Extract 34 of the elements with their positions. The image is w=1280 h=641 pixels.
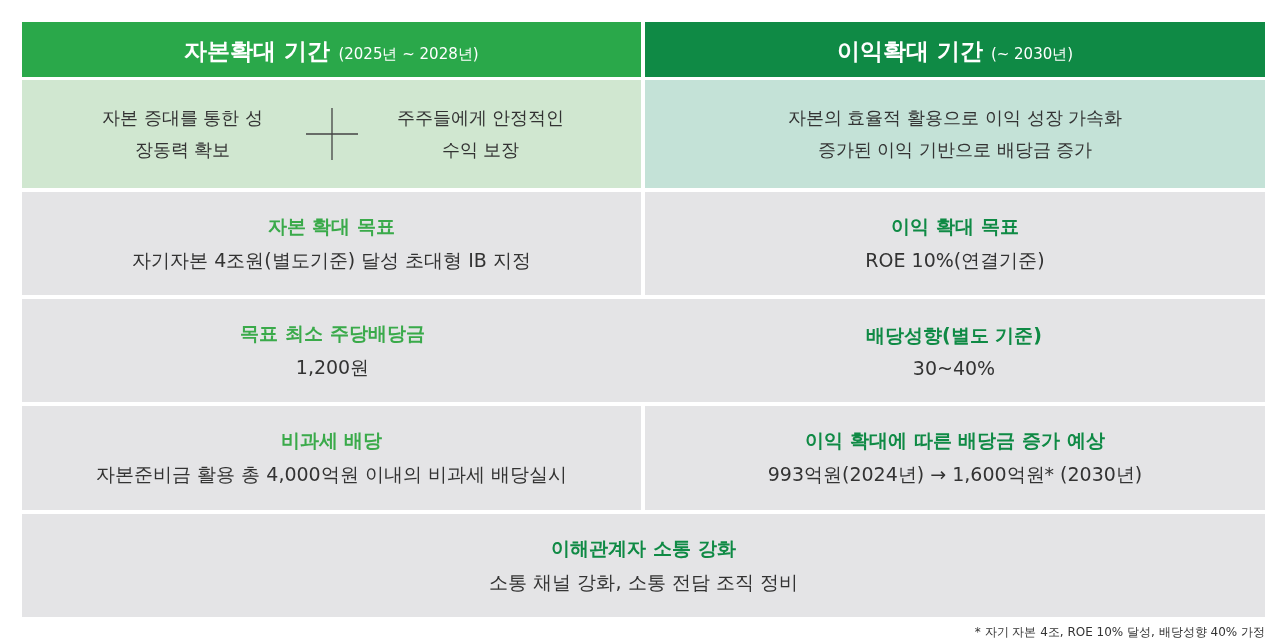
goal-heading: 목표 최소 주당배당금	[240, 320, 425, 346]
period-title: 자본확대 기간	[184, 37, 331, 66]
table-cell	[22, 514, 1265, 617]
goal-text: 자본준비금 활용 총 4,000억원 이내의 비과세 배당실시	[96, 462, 567, 487]
table-cell	[22, 406, 641, 510]
strategy-text: 증가된 이익 기반으로 배당금 증가	[817, 138, 1093, 162]
goal-heading: 이익 확대 목표	[891, 213, 1019, 239]
goal-heading: 이익 확대에 따른 배당금 증가 예상	[805, 428, 1105, 453]
goal-heading: 자본 확대 목표	[267, 213, 396, 239]
period-title: 이익확대 기간	[836, 37, 983, 66]
period-header	[22, 22, 641, 77]
strategy-text: 자본의 효율적 활용으로 이익 성장 가속화	[787, 106, 1123, 130]
goal-text: 1,200원	[295, 354, 370, 380]
table-cell	[645, 406, 1265, 510]
table-cell	[22, 299, 643, 402]
table-cell	[643, 299, 1265, 402]
table-cell	[22, 192, 641, 295]
table-cell	[645, 192, 1265, 295]
goal-heading: 이해관계자 소통 강화	[551, 535, 736, 561]
goal-text: ROE 10%(연결기준)	[865, 247, 1045, 273]
goal-text: 993억원(2024년) → 1,600억원* (2030년)	[767, 462, 1143, 487]
goal-heading: 비과세 배당	[280, 428, 383, 453]
table-cell	[22, 80, 641, 188]
goal-text: 30~40%	[912, 356, 996, 379]
period-years: (~ 2030년)	[990, 45, 1074, 64]
goal-heading: 배당성향(별도 기준)	[866, 322, 1042, 348]
table-cell	[645, 80, 1265, 188]
strategy-text: 자본 증대를 통한 성장동력 확보	[100, 106, 265, 162]
period-header	[645, 22, 1265, 77]
strategy-text: 주주들에게 안정적인 수익 보장	[395, 106, 566, 162]
goal-text: 자기자본 4조원(별도기준) 달성 초대형 IB 지정	[132, 247, 531, 273]
period-years: (2025년 ~ 2028년)	[338, 45, 479, 64]
footnote: * 자기 자본 4조, ROE 10% 달성, 배당성향 40% 가정	[974, 624, 1265, 641]
goal-text: 소통 채널 강화, 소통 전담 조직 정비	[489, 569, 798, 595]
